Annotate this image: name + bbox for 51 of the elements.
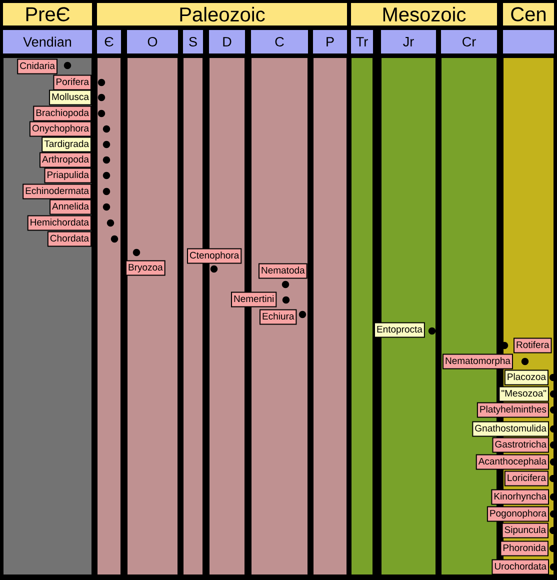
period-header: C [251, 30, 308, 54]
phylum-label: Onychophora [29, 121, 92, 137]
period-header: D [209, 30, 245, 54]
era-header: Cen [503, 3, 554, 26]
period-header: S [183, 30, 203, 54]
phylum-label: Pogonophora [486, 506, 549, 522]
period-header: Tr [351, 30, 373, 54]
period-header: Cr [441, 30, 497, 54]
phylum-label: Porifera [53, 74, 92, 90]
period-header: O [127, 30, 178, 54]
period-header: Vendian [3, 30, 92, 54]
phylum-label: Hemichordata [27, 215, 92, 231]
era-header: Paleozoic [97, 3, 347, 26]
phylum-label: Bryozoa [126, 260, 166, 276]
phylum-label: Brachiopoda [33, 106, 92, 122]
phylum-label: Rotifera [514, 338, 552, 354]
phylum-label: Ctenophora [187, 248, 242, 264]
phylum-label: Entoprocta [374, 322, 425, 338]
phylum-label: Arthropoda [40, 152, 92, 168]
phylum-label: Cnidaria [17, 58, 58, 74]
period-header: P [313, 30, 347, 54]
phylum-label: Sipuncula [502, 522, 548, 538]
phylum-label: Kinorhyncha [491, 489, 549, 505]
phylum-label: Loricifera [504, 470, 548, 486]
period-header [503, 30, 554, 54]
period-band [96, 57, 122, 576]
phylum-label: Mollusca [49, 90, 92, 106]
phylum-label: Urochordata [492, 559, 549, 575]
phylum-label: Phoronida [500, 540, 548, 556]
phylum-label: Tardigrada [42, 136, 92, 152]
phylum-label: Nematoda [258, 263, 308, 279]
phylum-label: Placozoa [504, 370, 548, 386]
period-band [126, 57, 178, 576]
era-header: Mesozoic [351, 3, 497, 26]
phylum-label: Echiura [260, 309, 297, 325]
phylum-label: Nemertini [231, 292, 277, 308]
phylum-label: Acanthocephala [476, 454, 549, 470]
phylum-label: Annelida [50, 199, 92, 215]
phylum-label: Priapulida [44, 168, 92, 184]
era-header: PreЄ [3, 3, 92, 26]
phylum-label: Platyhelminthes [476, 402, 549, 418]
phylum-label: Chordata [47, 231, 92, 247]
phylum-label: Echinodermata [22, 184, 92, 200]
period-band [350, 57, 374, 576]
phylum-label: Gnathostomulida [472, 421, 549, 437]
phylum-label: Nematomorpha [442, 354, 513, 370]
period-header: Є [97, 30, 121, 54]
period-header: Jr [381, 30, 436, 54]
period-band [312, 57, 348, 576]
phylum-label: "Mesozoa" [498, 386, 549, 402]
phylum-label: Gastrotricha [492, 437, 549, 453]
